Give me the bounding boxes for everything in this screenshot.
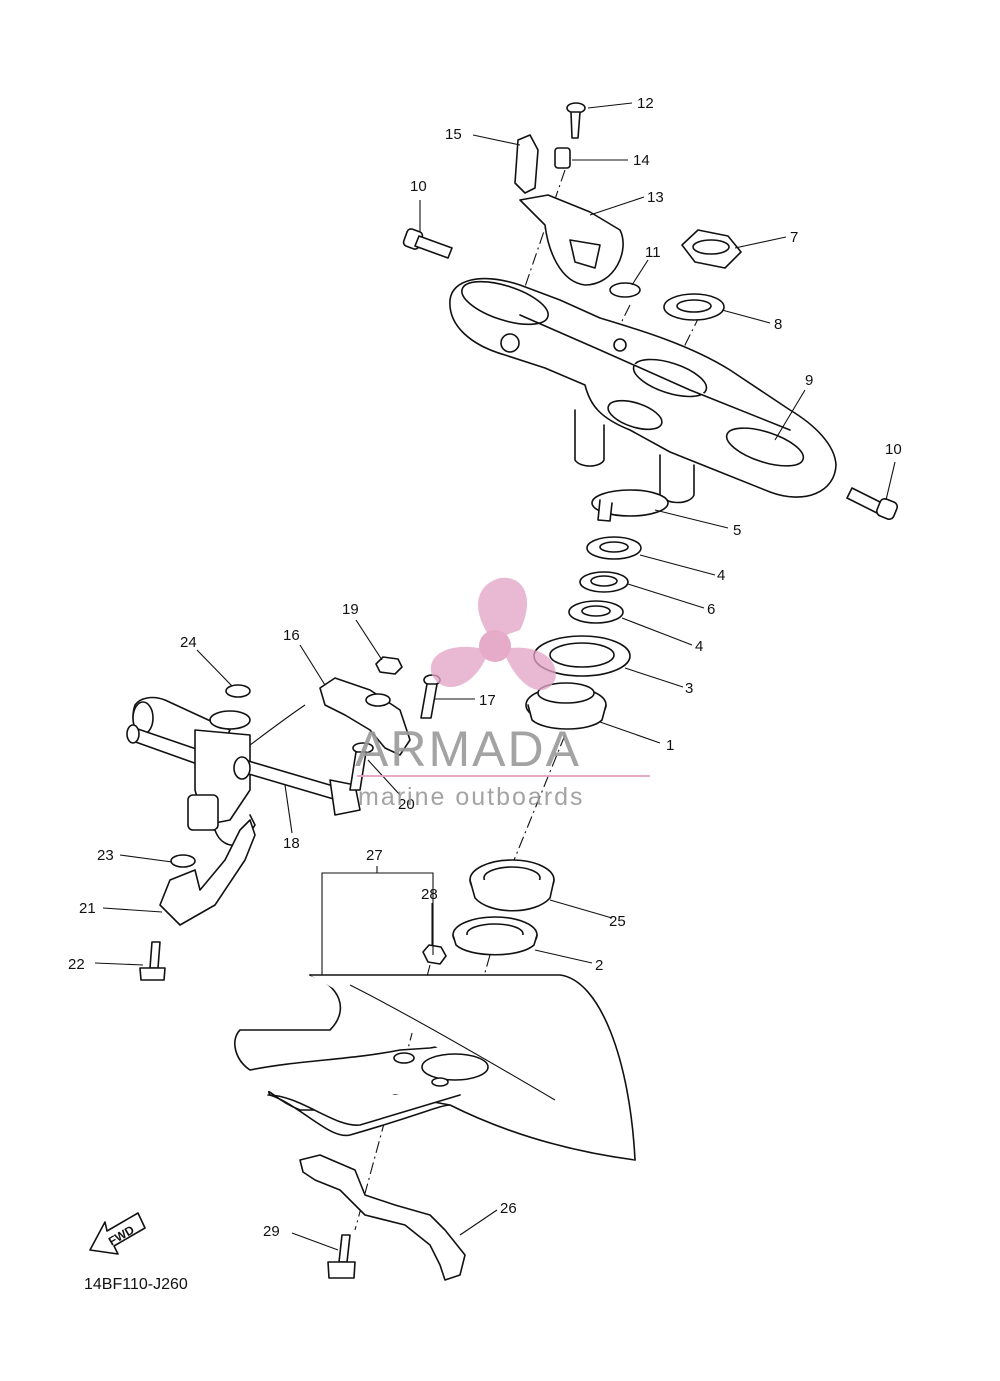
diagram-reference-code: 14BF110-J260 xyxy=(84,1276,188,1293)
callout-15: 15 xyxy=(445,126,462,143)
callout-17: 17 xyxy=(479,692,496,709)
callout-10-left: 10 xyxy=(410,178,427,195)
nut-19 xyxy=(375,656,403,675)
callout-19: 19 xyxy=(342,601,359,618)
stay-26 xyxy=(299,1154,466,1281)
callout-labels: 1 2 3 4 4 5 6 7 8 9 10 10 11 12 13 14 15… xyxy=(68,95,902,1240)
callout-7: 7 xyxy=(790,229,798,246)
bolt-12 xyxy=(566,102,586,139)
callout-1: 1 xyxy=(666,737,674,754)
callout-22: 22 xyxy=(68,956,85,973)
clamp-15 xyxy=(514,134,539,194)
callout-29: 29 xyxy=(263,1223,280,1240)
propeller-logo-icon xyxy=(430,577,556,691)
callout-27: 27 xyxy=(366,847,383,864)
watermark-tagline: marine outboards xyxy=(358,783,585,811)
fwd-arrow-icon: FWD xyxy=(89,1212,146,1255)
washer-8 xyxy=(663,293,725,321)
callout-20: 20 xyxy=(398,796,415,813)
callout-13: 13 xyxy=(647,189,664,206)
callout-24: 24 xyxy=(180,634,197,651)
damper-bracket-21 xyxy=(159,819,256,926)
watermark-brand: ARMADA xyxy=(355,721,581,777)
callout-11: 11 xyxy=(645,244,661,261)
bolt-10-left xyxy=(402,228,453,259)
callout-2: 2 xyxy=(595,957,603,974)
steering-damper-assembly xyxy=(126,696,361,846)
callout-23: 23 xyxy=(97,847,114,864)
callout-9: 9 xyxy=(805,372,813,389)
callout-8: 8 xyxy=(774,316,782,333)
bolt-29 xyxy=(327,1234,356,1279)
armada-watermark: ARMADA marine outboards xyxy=(355,577,650,811)
callout-26: 26 xyxy=(500,1200,517,1217)
callout-12: 12 xyxy=(637,95,654,112)
callout-5: 5 xyxy=(733,522,741,539)
callout-10-right: 10 xyxy=(885,441,902,458)
callout-4-lower: 4 xyxy=(695,638,703,655)
callout-28: 28 xyxy=(421,886,438,903)
callout-25: 25 xyxy=(609,913,626,930)
cover-27 xyxy=(234,974,636,1161)
callout-18: 18 xyxy=(283,835,300,852)
leader-lines xyxy=(94,102,896,1251)
callout-21: 21 xyxy=(79,900,96,917)
bolt-10-right xyxy=(846,487,899,521)
bearing-25 xyxy=(469,859,555,912)
callout-14: 14 xyxy=(633,152,650,169)
washer-6 xyxy=(579,571,629,593)
callout-3: 3 xyxy=(685,680,693,697)
washer-23 xyxy=(170,854,196,868)
damper-stay-16 xyxy=(319,677,411,756)
upper-bracket-9 xyxy=(449,277,837,504)
nut-28 xyxy=(422,944,447,965)
ring-nut-4-lower xyxy=(568,600,624,624)
bolt-22 xyxy=(139,941,166,981)
bracket-13 xyxy=(519,194,624,286)
callout-4-upper: 4 xyxy=(717,567,725,584)
lock-washer-5 xyxy=(591,489,669,522)
collar-14 xyxy=(554,147,571,169)
bolt-20 xyxy=(349,742,374,791)
callout-16: 16 xyxy=(283,627,300,644)
nut-7 xyxy=(681,229,742,269)
dust-seal-3 xyxy=(533,635,631,677)
callout-6: 6 xyxy=(707,601,715,618)
cap-11 xyxy=(609,282,641,298)
ring-nut-4-upper xyxy=(586,536,642,560)
bearing-1 xyxy=(525,682,607,730)
race-2 xyxy=(452,916,538,956)
washer-24 xyxy=(225,684,251,698)
